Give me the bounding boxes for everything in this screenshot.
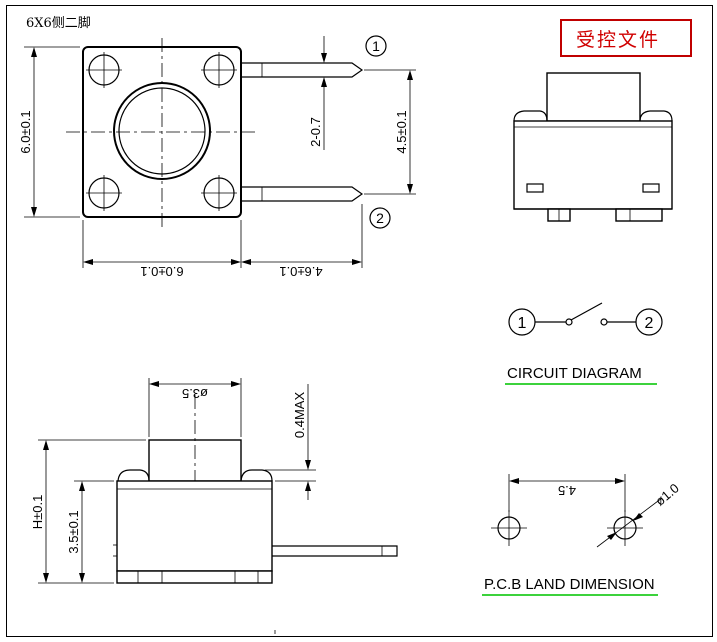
svg-text:2-0.7: 2-0.7 xyxy=(308,117,323,147)
svg-text:H±0.1: H±0.1 xyxy=(30,495,45,530)
svg-text:ø3.5: ø3.5 xyxy=(182,386,208,401)
circuit-diagram: 1 2 CIRCUIT DIAGRAM xyxy=(505,302,663,385)
svg-text:ø1.0: ø1.0 xyxy=(652,480,682,508)
pin-1-label: 1 xyxy=(365,35,387,57)
svg-text:6.0±0.1: 6.0±0.1 xyxy=(18,110,33,153)
svg-text:4.5: 4.5 xyxy=(558,483,576,498)
svg-text:6.0±0.1: 6.0±0.1 xyxy=(140,264,183,279)
stamp-text: 受控文件 xyxy=(576,29,660,51)
pcb-land-caption: P.C.B LAND DIMENSION xyxy=(484,576,655,593)
svg-text:0.4MAX: 0.4MAX xyxy=(292,392,307,439)
svg-text:4.6±0.1: 4.6±0.1 xyxy=(279,264,322,279)
dim-pin-width: 2-0.7 xyxy=(300,36,330,150)
svg-text:2: 2 xyxy=(376,210,384,226)
controlled-document-stamp: 受控文件 xyxy=(560,19,692,57)
sheet-border xyxy=(6,5,713,637)
dim-pcb-hole: ø1.0 xyxy=(596,480,682,548)
dim-actuator-height: 0.4MAX xyxy=(265,384,316,500)
dim-top-height: 6.0±0.1 xyxy=(18,46,80,218)
svg-text:1: 1 xyxy=(372,38,380,54)
dim-top-width: 6.0±0.1 xyxy=(82,220,242,279)
pin-2-label: 2 xyxy=(369,207,391,229)
front-view xyxy=(513,72,673,222)
dim-actuator-diameter: ø3.5 xyxy=(148,378,242,437)
top-view-corner-holes xyxy=(86,52,237,211)
dim-total-height: H±0.1 xyxy=(30,439,146,584)
top-view-actuator xyxy=(113,82,211,180)
dim-pcb-spacing: 4.5 xyxy=(508,474,626,512)
circuit-diagram-caption: CIRCUIT DIAGRAM xyxy=(507,365,642,382)
top-view-pins xyxy=(241,62,364,202)
dim-pin-spacing: 4.5±0.1 xyxy=(364,69,416,195)
pcb-hole-1 xyxy=(491,510,527,546)
svg-text:2: 2 xyxy=(645,315,654,332)
side-view: ø3.5 0.4MAX H±0.1 3.5±0.1 xyxy=(30,378,398,584)
svg-text:1: 1 xyxy=(518,315,527,332)
pcb-hole-2 xyxy=(607,510,643,546)
svg-text:4.5±0.1: 4.5±0.1 xyxy=(394,110,409,153)
pcb-land-dimension: 4.5 ø1.0 P.C.B LAND DIMENSION xyxy=(482,474,682,596)
dim-pin-length: 4.6±0.1 xyxy=(241,204,363,279)
svg-text:3.5±0.1: 3.5±0.1 xyxy=(66,510,81,553)
dim-body-height: 3.5±0.1 xyxy=(66,480,114,583)
drawing-title: 6X6侧二脚 xyxy=(26,15,91,31)
top-view: 1 2 6.0±0.1 6.0±0.1 xyxy=(18,35,416,279)
